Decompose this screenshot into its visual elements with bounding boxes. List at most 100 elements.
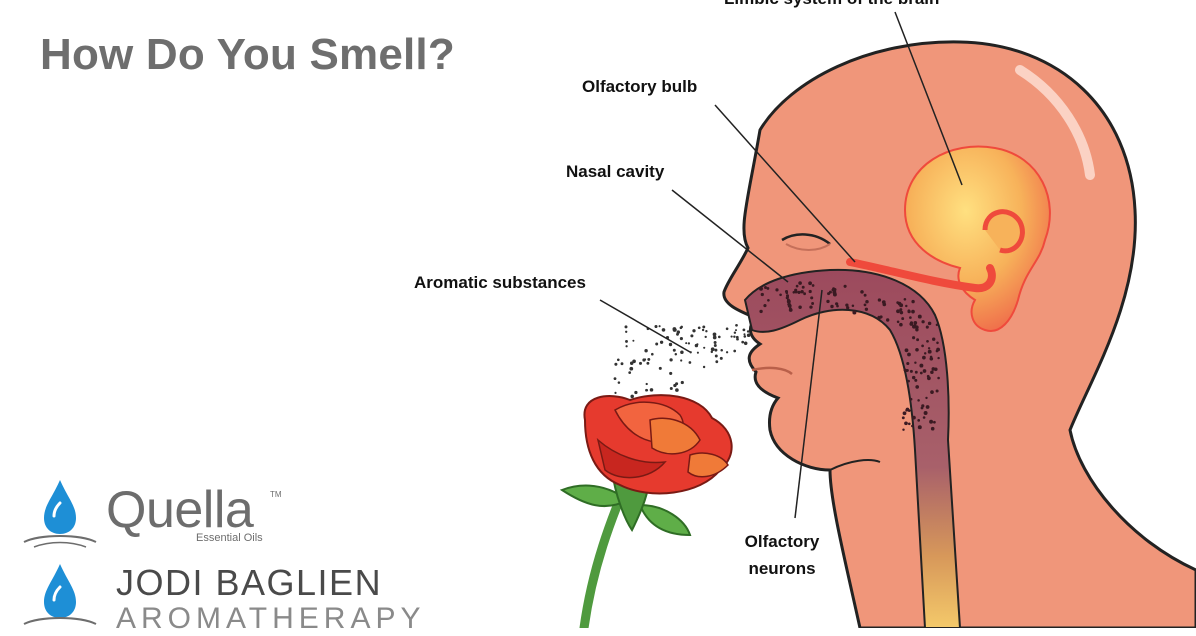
cavity-particle bbox=[906, 361, 910, 366]
aroma-particle bbox=[679, 337, 683, 341]
aroma-particle bbox=[743, 333, 746, 336]
cavity-particle bbox=[828, 290, 832, 294]
aroma-particle bbox=[705, 330, 708, 333]
aroma-particle bbox=[632, 359, 636, 364]
aroma-particle bbox=[747, 334, 750, 337]
cavity-particle bbox=[935, 349, 939, 353]
aroma-particle bbox=[625, 339, 628, 343]
label-olfactory-bulb: Olfactory bulb bbox=[582, 77, 698, 96]
cavity-particle bbox=[907, 352, 911, 357]
cavity-particle bbox=[936, 341, 939, 345]
aroma-particle bbox=[736, 337, 739, 341]
aroma-particle bbox=[668, 342, 673, 347]
limbic-system bbox=[903, 145, 1051, 332]
cavity-particle bbox=[937, 356, 940, 360]
cavity-particle bbox=[927, 321, 932, 326]
cavity-particle bbox=[909, 397, 913, 401]
throat-line bbox=[829, 459, 881, 471]
cavity-particle bbox=[921, 344, 924, 348]
rose-leaf-right bbox=[638, 503, 692, 537]
cavity-particle bbox=[927, 349, 932, 354]
aroma-particle bbox=[675, 388, 679, 392]
cavity-particle bbox=[914, 370, 918, 374]
aroma-particle bbox=[620, 362, 624, 366]
cavity-particle bbox=[930, 370, 934, 374]
aroma-particle bbox=[646, 361, 650, 365]
cavity-particle bbox=[935, 323, 939, 327]
aroma-particle bbox=[734, 329, 738, 332]
aroma-particle bbox=[659, 340, 664, 344]
cavity-particle bbox=[933, 420, 936, 424]
aroma-particle bbox=[717, 335, 721, 339]
aroma-particle bbox=[701, 328, 705, 332]
cavity-particle bbox=[786, 299, 791, 304]
cavity-particle bbox=[863, 293, 867, 297]
leader-neurons bbox=[794, 289, 823, 519]
aroma-particle bbox=[733, 335, 736, 338]
cavity-particle bbox=[882, 302, 887, 307]
cavity-particle bbox=[763, 304, 766, 308]
cavity-particle bbox=[909, 369, 913, 373]
cavity-particle bbox=[899, 308, 903, 312]
aroma-particle bbox=[639, 361, 642, 365]
cavity-particle bbox=[923, 411, 928, 415]
cavity-particle bbox=[896, 301, 900, 304]
cavity-particle bbox=[926, 339, 929, 343]
aroma-particle bbox=[645, 382, 648, 386]
aroma-particle bbox=[696, 351, 699, 354]
aroma-particle bbox=[669, 371, 673, 375]
aroma-particle bbox=[672, 348, 676, 352]
cavity-particle bbox=[800, 289, 804, 294]
aroma-particle bbox=[725, 351, 729, 354]
cavity-particle bbox=[903, 298, 907, 301]
cavity-particle bbox=[792, 291, 796, 294]
cavity-particle bbox=[832, 292, 837, 297]
cavity-particle bbox=[860, 290, 864, 294]
cavity-particle bbox=[927, 376, 931, 381]
cavity-particle bbox=[904, 348, 909, 353]
label-nasal-cavity: Nasal cavity bbox=[566, 162, 665, 181]
cavity-particle bbox=[794, 290, 798, 294]
aroma-particle bbox=[614, 362, 618, 366]
aroma-particle bbox=[658, 325, 661, 328]
cavity-particle bbox=[901, 416, 905, 420]
leader-bulb bbox=[714, 104, 856, 263]
cavity-particle bbox=[917, 399, 920, 402]
cavity-particle bbox=[930, 426, 935, 431]
aroma-particle bbox=[746, 330, 750, 333]
limbic-inner-curl bbox=[982, 209, 1025, 254]
cavity-particle bbox=[801, 285, 805, 289]
cavity-particle bbox=[911, 299, 915, 304]
aroma-particle bbox=[672, 327, 677, 331]
cavity-particle bbox=[922, 369, 927, 373]
aroma-particle bbox=[649, 388, 654, 392]
aroma-particle bbox=[685, 342, 688, 345]
aroma-particle bbox=[688, 361, 692, 364]
cavity-particle bbox=[908, 422, 911, 426]
cavity-particle bbox=[787, 303, 792, 308]
cavity-particle bbox=[767, 298, 770, 302]
aroma-particle bbox=[704, 335, 707, 339]
aroma-particle bbox=[714, 354, 718, 358]
aroma-particle bbox=[710, 350, 714, 354]
cavity-particle bbox=[896, 309, 900, 314]
aroma-particle bbox=[634, 390, 638, 395]
cavity-particle bbox=[798, 281, 802, 285]
aroma-particle bbox=[680, 359, 683, 362]
cavity-particle bbox=[929, 357, 934, 361]
aroma-particle bbox=[613, 377, 617, 381]
leader-nasal bbox=[671, 189, 789, 283]
cavity-particle bbox=[775, 288, 779, 292]
cavity-particle bbox=[811, 284, 815, 287]
cavity-particle bbox=[934, 367, 938, 372]
aroma-particle bbox=[687, 342, 691, 345]
aroma-particle bbox=[617, 381, 621, 384]
cavity-particle bbox=[925, 396, 928, 400]
aroma-particle bbox=[712, 332, 717, 337]
cavity-particle bbox=[863, 303, 867, 307]
aroma-particle bbox=[625, 345, 628, 348]
cavity-particle bbox=[836, 304, 839, 308]
aroma-particle bbox=[614, 391, 617, 394]
cavity-particle bbox=[764, 286, 767, 289]
cavity-particle bbox=[803, 292, 806, 296]
